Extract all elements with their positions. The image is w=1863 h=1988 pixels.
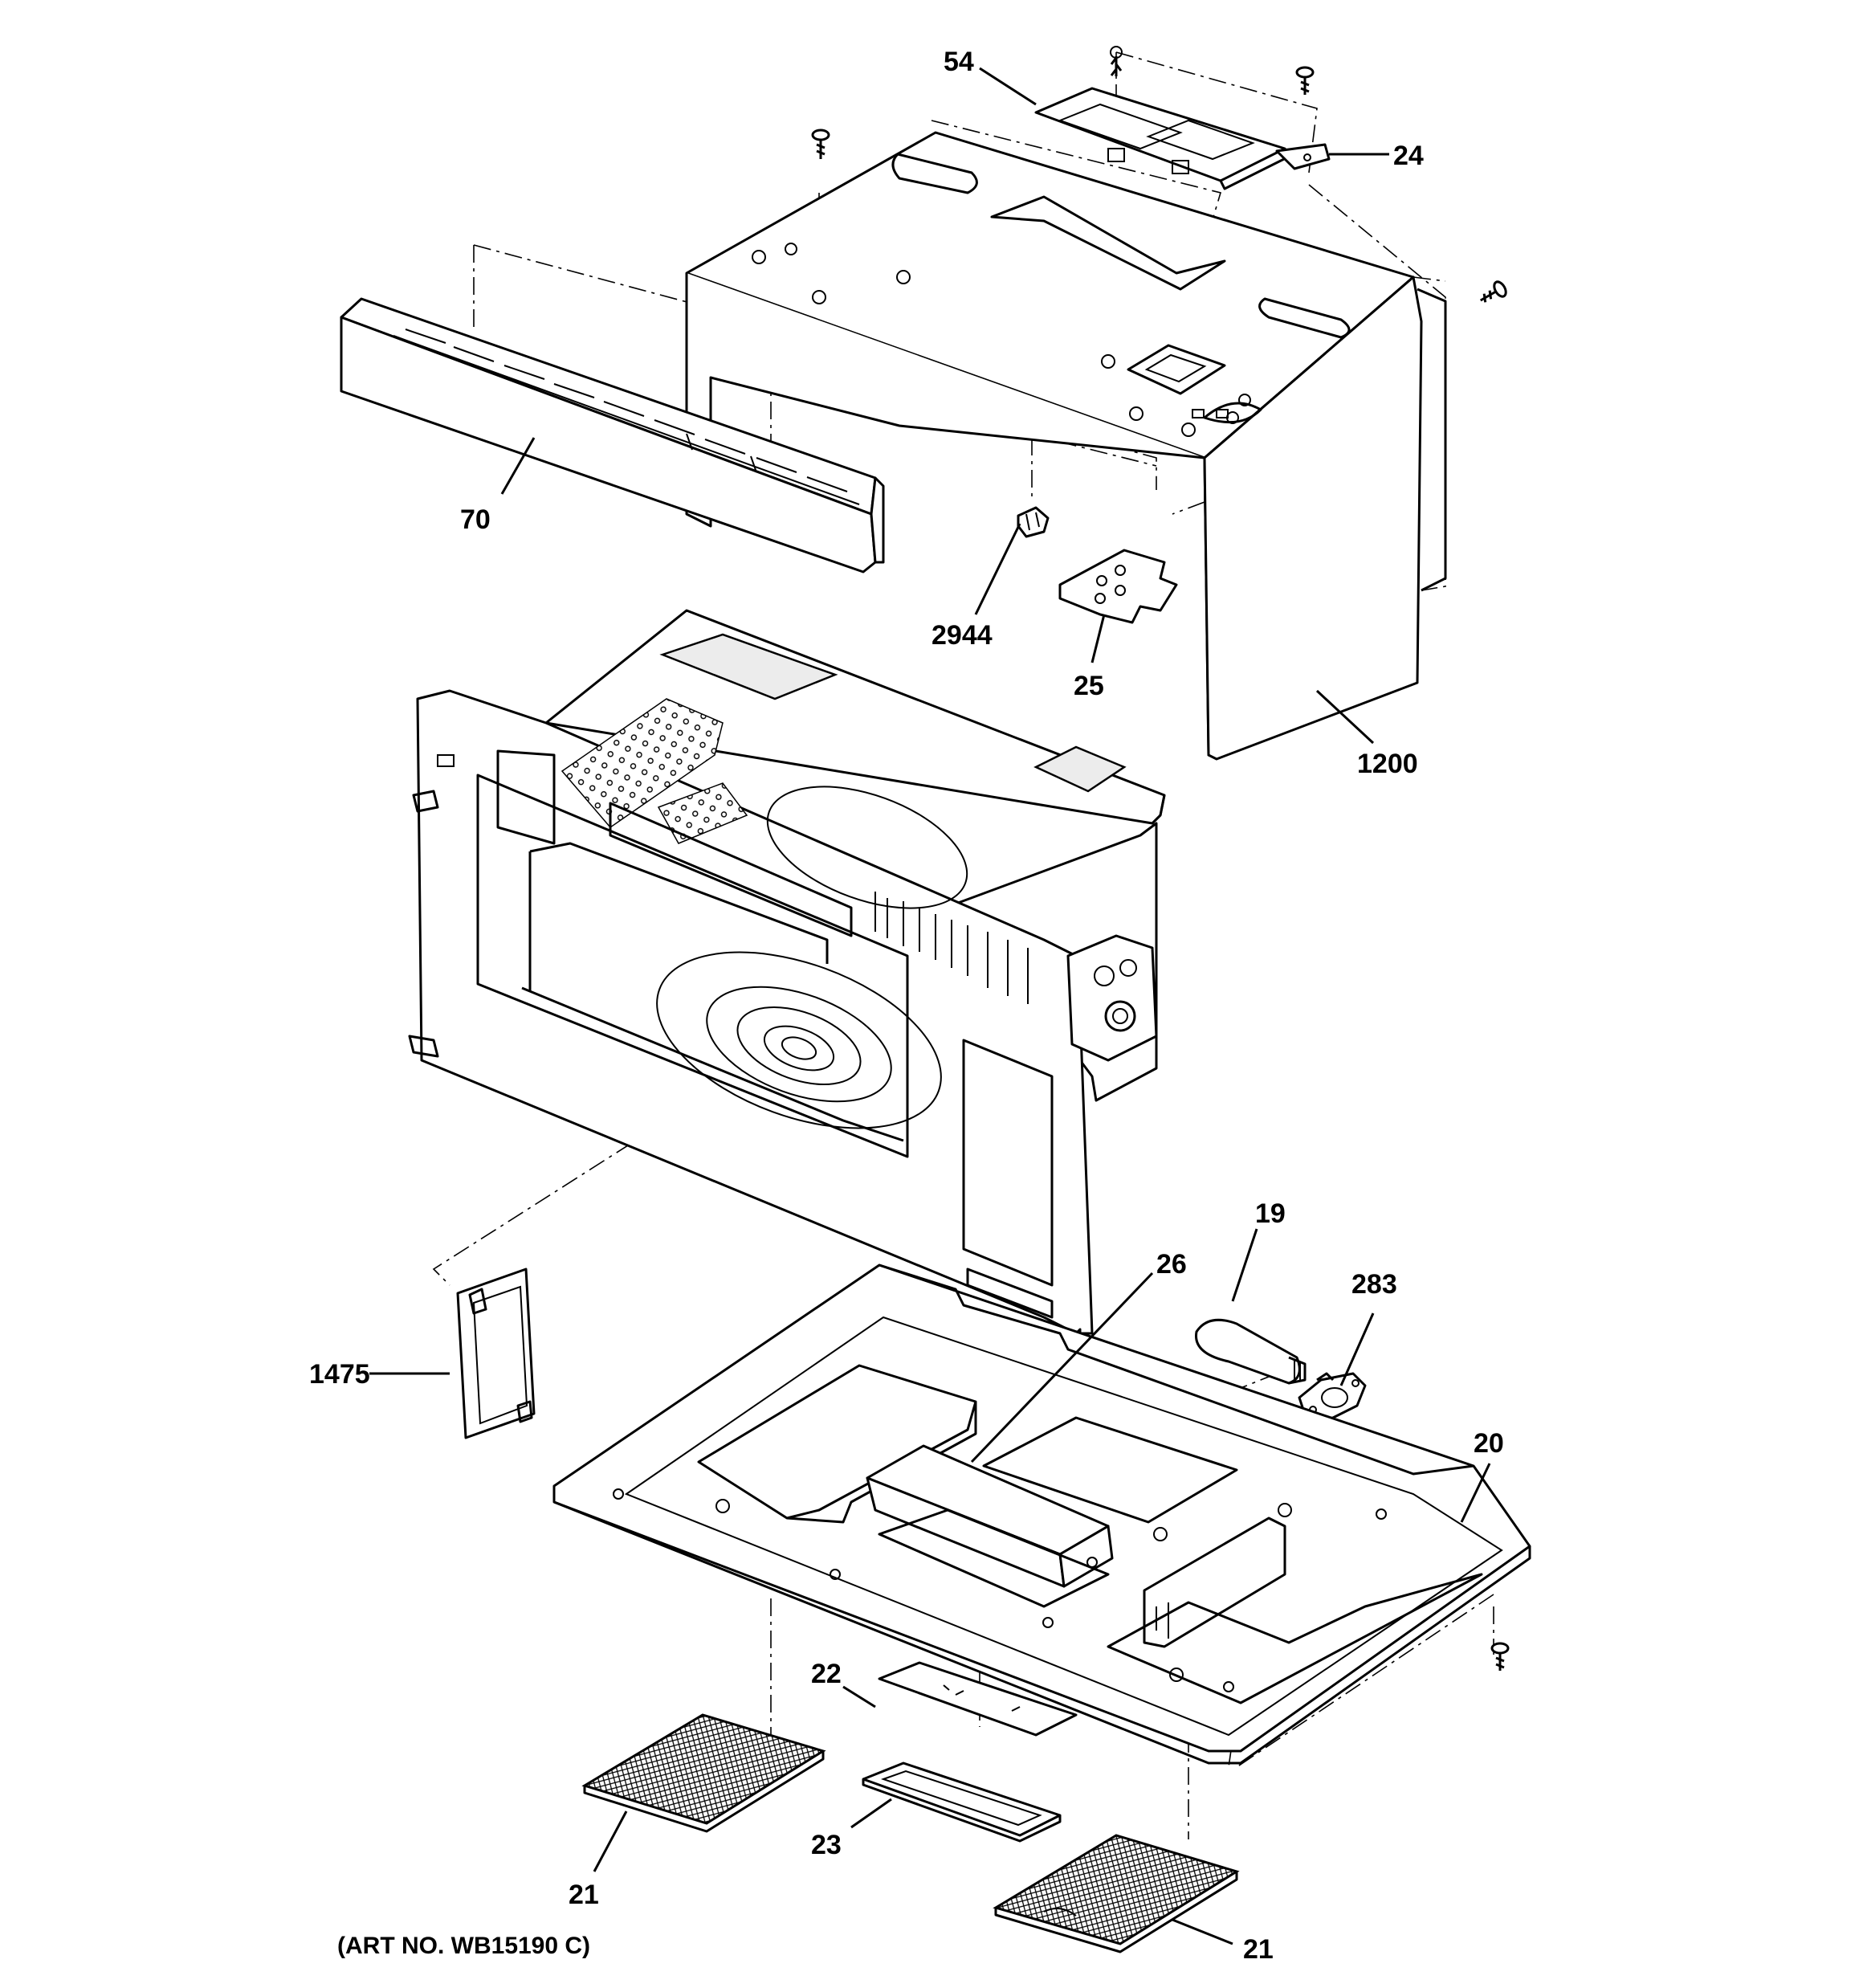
label-21-left: 21 (569, 1880, 599, 1910)
art-number: (ART NO. WB15190 C) (337, 1933, 590, 1959)
part-number-labels: 54 24 70 2944 25 1200 19 26 283 1475 20 … (309, 47, 1504, 1965)
lens-22 (878, 1661, 1078, 1737)
label-26: 26 (1156, 1249, 1187, 1280)
label-22: 22 (811, 1659, 842, 1689)
label-1475: 1475 (309, 1359, 370, 1390)
lamp-19 (1195, 1318, 1307, 1385)
outer-case-1200 (685, 131, 1447, 761)
microwave-cavity (408, 609, 1166, 1335)
label-54: 54 (944, 47, 974, 77)
lens-frame-23 (862, 1761, 1062, 1843)
label-2944: 2944 (932, 620, 993, 651)
label-23: 23 (811, 1830, 842, 1860)
screw-icon (1480, 280, 1507, 303)
waveguide-cover-1475 (456, 1268, 536, 1439)
label-19: 19 (1255, 1198, 1286, 1229)
label-283: 283 (1351, 1269, 1397, 1300)
screw-icon (1295, 66, 1315, 95)
bottom-plate-20 (552, 1263, 1531, 1765)
screw-icon (1490, 1642, 1510, 1671)
label-70: 70 (460, 504, 491, 535)
bracket-25 (1058, 549, 1178, 624)
label-24: 24 (1393, 141, 1424, 171)
label-21-right: 21 (1243, 1934, 1274, 1965)
label-25: 25 (1074, 671, 1104, 701)
screw-icons (811, 66, 1510, 1671)
screw-icon (811, 129, 830, 159)
switch-2944 (1017, 506, 1050, 538)
label-20: 20 (1474, 1428, 1504, 1459)
grease-filter-21-left (581, 1713, 826, 1833)
grease-filter-21-right (993, 1834, 1240, 1953)
leader-lines (369, 67, 1491, 1945)
label-1200: 1200 (1357, 749, 1418, 779)
control-bracket-54-24 (1034, 46, 1331, 190)
vent-grille-70 (340, 297, 885, 574)
